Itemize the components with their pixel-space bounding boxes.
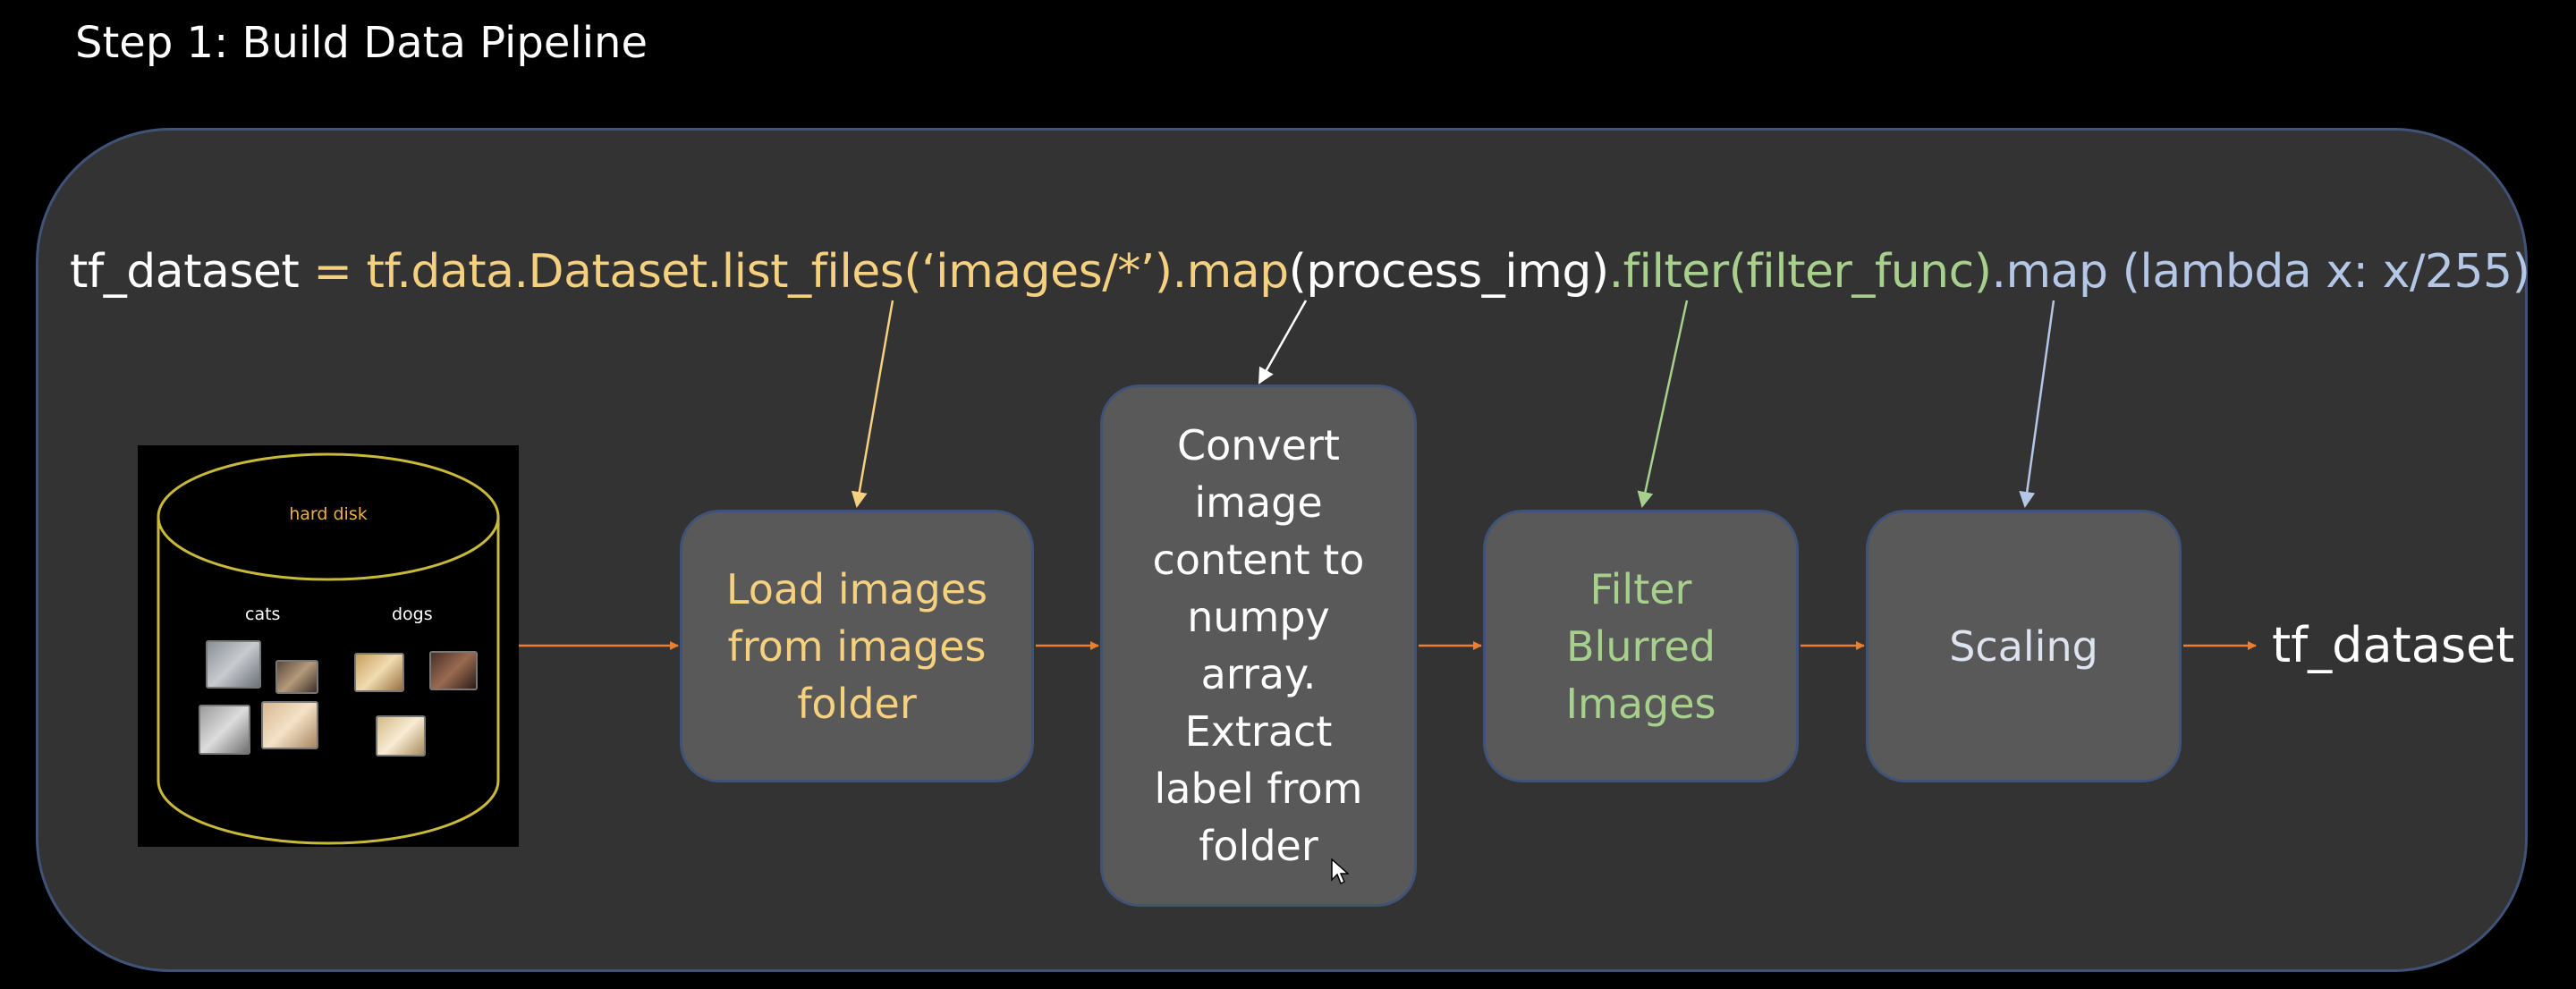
dog-photo	[429, 651, 478, 690]
slide-title: Step 1: Build Data Pipeline	[75, 18, 648, 68]
dogs-folder-label: dogs	[392, 604, 433, 624]
code-map-scale: .map (lambda x: x/255)	[1991, 245, 2530, 299]
code-list-files: tf.data.Dataset.list_files(‘images/*’)	[366, 245, 1173, 299]
hard-disk-cylinder	[157, 452, 500, 845]
step-scaling-label: Scaling	[1949, 621, 2098, 671]
pointer-map-to-scaling	[2019, 300, 2055, 508]
cat-photo	[206, 640, 261, 689]
step-filter-blurred-label: Filter Blurred Images	[1565, 564, 1716, 728]
cat-photo	[199, 705, 250, 755]
dog-photo	[354, 653, 404, 692]
pointer-filter-to-filter-box	[1637, 300, 1689, 508]
step-filter-blurred: Filter Blurred Images	[1483, 510, 1799, 782]
output-label: tf_dataset	[2272, 617, 2515, 673]
step-load-images: Load images from images folder	[680, 510, 1034, 782]
step-convert-image: Convert image content to numpy array. Ex…	[1100, 385, 1417, 907]
code-line: tf_dataset = tf.data.Dataset.list_files(…	[70, 245, 2530, 299]
hard-disk-label: hard disk	[289, 504, 368, 524]
pointer-map-to-convert	[1258, 300, 1308, 385]
step-convert-image-label: Convert image content to numpy array. Ex…	[1152, 421, 1365, 870]
step-load-images-label: Load images from images folder	[725, 564, 988, 728]
code-map-process: .map	[1172, 245, 1290, 299]
hard-disk-illustration: hard disk cats dogs	[138, 445, 519, 847]
code-map-process-arg: (process_img)	[1288, 245, 1610, 299]
pointer-list-files-to-load	[851, 300, 894, 508]
step-scaling: Scaling	[1866, 510, 2182, 782]
cat-photo	[261, 701, 318, 749]
cat-photo	[275, 660, 318, 694]
code-equals: =	[299, 245, 367, 299]
code-variable: tf_dataset	[70, 245, 300, 299]
mouse-cursor-icon	[1331, 858, 1349, 885]
code-filter: .filter(filter_func)	[1608, 245, 1992, 299]
cats-folder-label: cats	[245, 604, 281, 624]
dog-photo	[376, 715, 426, 757]
